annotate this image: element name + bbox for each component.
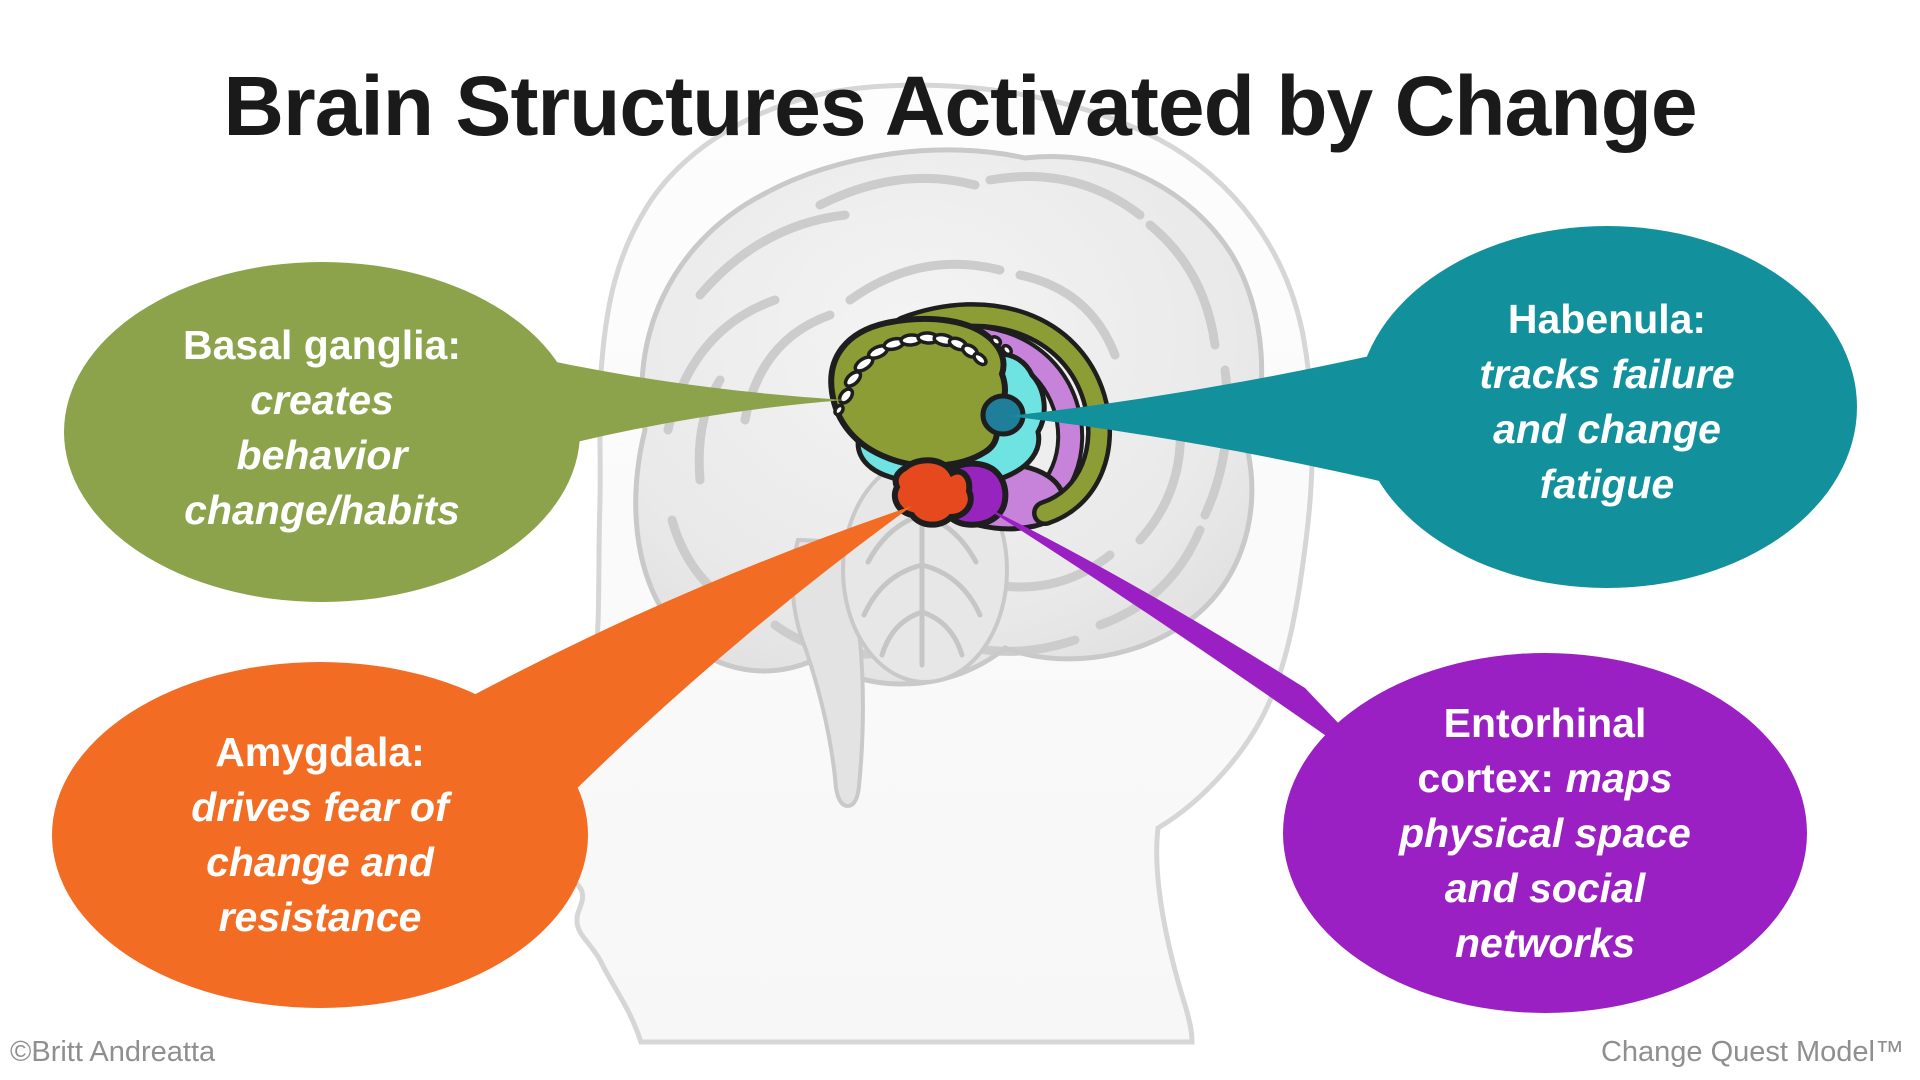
entorhinal-line: networks [1455, 919, 1635, 966]
bubble-amygdala [52, 662, 588, 1008]
basal-ganglia-line: creates [250, 377, 394, 423]
bubble-basal-ganglia [64, 262, 580, 602]
basal-ganglia-line: behavior [236, 432, 408, 478]
habenula-line: tracks failure [1479, 351, 1735, 397]
entorhinal-line: and social [1444, 864, 1646, 911]
bubble-entorhinal [1283, 653, 1807, 1013]
credit-author: ©Britt Andreatta [10, 1036, 216, 1068]
entorhinal-heading-part: cortex: [1417, 754, 1555, 801]
bubble-text-amygdala: Amygdala: drives fear of change and resi… [52, 662, 588, 1008]
habenula-line: fatigue [1539, 461, 1675, 507]
amygdala-heading: Amygdala: [215, 729, 425, 775]
bubble-habenula [1357, 226, 1857, 588]
brain-structures [828, 302, 1113, 532]
bubble-text-habenula: Habenula: tracks failure and change fati… [1357, 226, 1857, 588]
amygdala-structure [891, 457, 974, 528]
entorhinal-line: physical space [1399, 809, 1691, 856]
amygdala-line: resistance [218, 894, 422, 940]
bubble-text-entorhinal: Entorhinal cortex: maps physical space a… [1283, 653, 1807, 1013]
habenula-line: and change [1493, 406, 1721, 452]
striation-ovals [833, 331, 1013, 417]
amygdala-line: change and [206, 839, 434, 885]
pointer-amygdala [455, 506, 912, 805]
entorhinal-desc-part: maps [1565, 754, 1673, 801]
credit-model: Change Quest Model™ [1600, 1036, 1904, 1068]
basal-ganglia-line: change/habits [184, 487, 460, 533]
amygdala-line: drives fear of [191, 784, 449, 830]
page-title: Brain Structures Activated by Change [223, 59, 1697, 153]
entorhinal-heading: Entorhinal [1443, 699, 1647, 746]
basal-ganglia-heading: Basal ganglia: [183, 322, 461, 368]
entorhinal-heading-line2: cortex: maps [1417, 751, 1672, 806]
basal-ganglia-arc [896, 306, 1108, 522]
habenula-heading: Habenula: [1507, 296, 1707, 342]
pointer-habenula [1008, 338, 1447, 497]
bubble-text-basal-ganglia: Basal ganglia: creates behavior change/h… [64, 262, 580, 604]
